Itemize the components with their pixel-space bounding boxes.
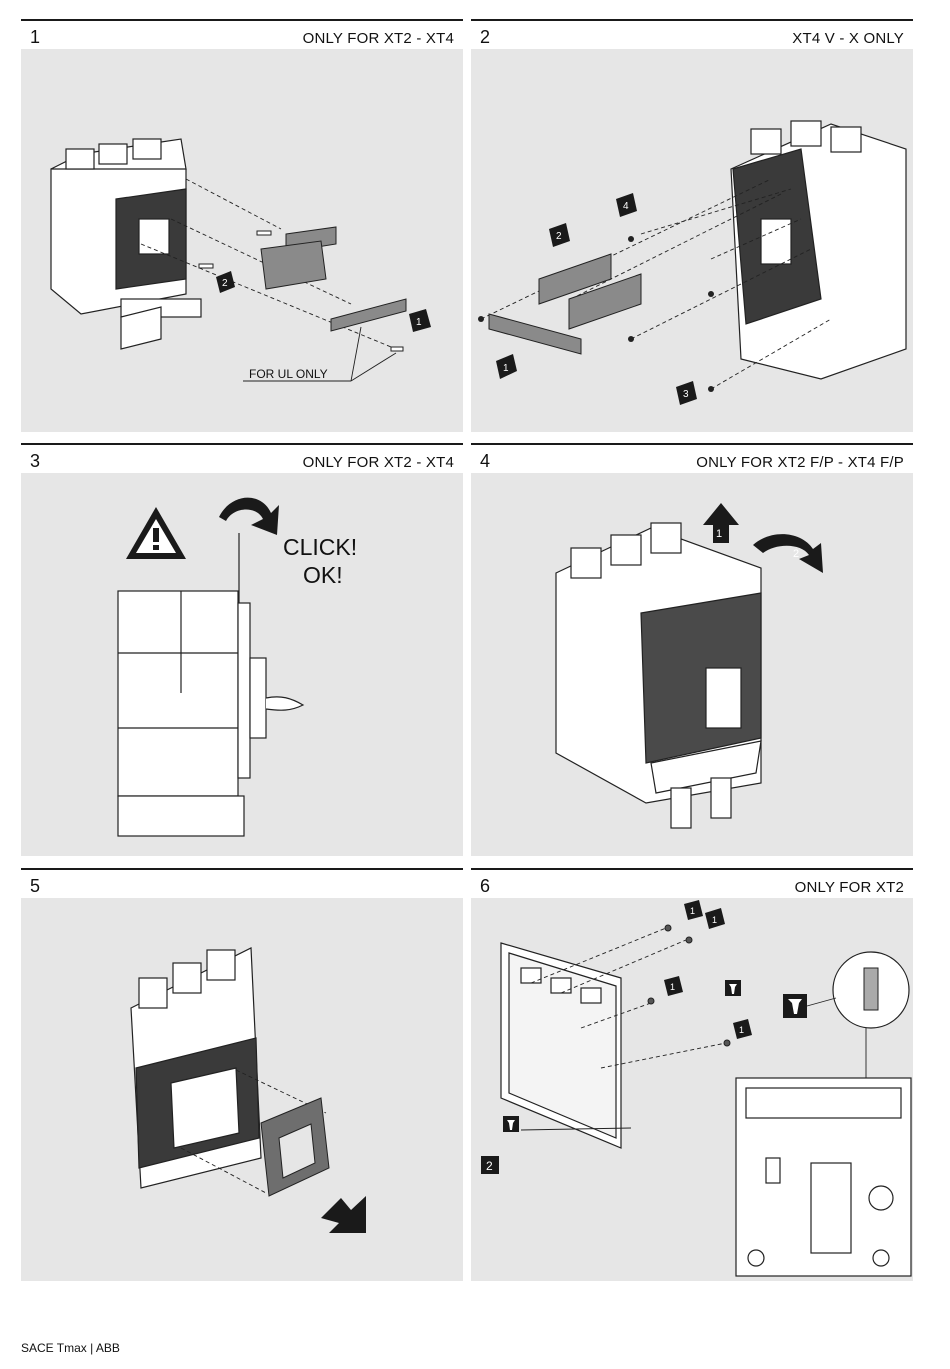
step-badge-label: 1: [670, 982, 675, 992]
panel-number: 3: [30, 451, 40, 472]
breaker-side-view: CLICK! OK!: [21, 473, 463, 856]
callout-label: FOR UL ONLY: [249, 367, 328, 381]
panel-number: 2: [480, 27, 490, 48]
step-badge-label: 1: [712, 915, 717, 925]
step-badge-icon: 4: [616, 193, 637, 217]
step-badge-label: 2: [556, 231, 562, 242]
step-badge-icon: 2: [481, 1156, 499, 1174]
base-plate-illustration: 1 1 1 1 2: [471, 898, 913, 1281]
panel-rule: [21, 868, 463, 870]
panel-rule: [21, 443, 463, 445]
step-badge-label: 1: [690, 906, 695, 916]
hammer-icon: [503, 1116, 519, 1132]
illustration-area: 1 2: [471, 473, 913, 856]
panel-number: 1: [30, 27, 40, 48]
step-badge-label: 2: [793, 548, 799, 560]
step-badge-label: 3: [683, 389, 689, 400]
step-badge-label: 1: [503, 363, 509, 374]
panel-rule: [471, 443, 913, 445]
panel-rule: [21, 19, 463, 21]
breaker-illustration: 2 1 FOR UL ONLY: [21, 49, 463, 432]
panel-caption: ONLY FOR XT2: [795, 879, 904, 896]
step-badge-icon: 2: [549, 223, 570, 247]
step-badge-label: 2: [222, 278, 228, 289]
front-cover-illustration: [21, 898, 463, 1281]
hammer-icon: [783, 994, 807, 1018]
step-badge-icon: 1: [703, 503, 739, 543]
warning-triangle-icon: [126, 507, 186, 559]
step-badge-icon: 1: [705, 908, 725, 929]
panel-number: 5: [30, 876, 40, 897]
panel-rule: [471, 19, 913, 21]
panel-number: 6: [480, 876, 490, 897]
curved-arrow-icon: 2: [753, 534, 823, 573]
step-badge-icon: 1: [733, 1019, 752, 1039]
step-badge-icon: 2: [216, 271, 235, 293]
step-badge-icon: 1: [496, 354, 517, 379]
ok-message: OK!: [303, 562, 343, 588]
illustration-area: 1 1 1 1 2: [471, 898, 913, 1281]
panel-caption: ONLY FOR XT2 - XT4: [303, 30, 454, 47]
panel-rule: [471, 868, 913, 870]
direction-arrow-icon: [321, 1196, 366, 1233]
breaker-illustration: 1 2 3 4: [471, 49, 913, 432]
illustration-area: 2 1 FOR UL ONLY: [21, 49, 463, 432]
hammer-icon: [725, 980, 741, 996]
illustration-area: [21, 898, 463, 1281]
step-badge-label: 1: [416, 317, 422, 328]
click-message: CLICK!: [283, 534, 357, 560]
panel-caption: XT4 V - X ONLY: [792, 30, 904, 47]
step-badge-label: 4: [623, 201, 629, 212]
breaker-illustration: 1 2: [471, 473, 913, 856]
panel-caption: ONLY FOR XT2 F/P - XT4 F/P: [696, 454, 904, 471]
panel-caption: ONLY FOR XT2 - XT4: [303, 454, 454, 471]
step-badge-icon: 1: [664, 976, 683, 996]
step-badge-icon: 1: [409, 309, 431, 332]
step-badge-icon: 3: [676, 381, 697, 405]
step-badge-label: 2: [486, 1159, 493, 1173]
step-badge-icon: 1: [684, 900, 703, 920]
curved-arrow-icon: [219, 498, 279, 535]
step-badge-label: 1: [739, 1025, 744, 1035]
illustration-area: CLICK! OK!: [21, 473, 463, 856]
step-badge-label: 1: [716, 528, 722, 540]
illustration-area: 1 2 3 4: [471, 49, 913, 432]
panel-number: 4: [480, 451, 490, 472]
footer-text: SACE Tmax | ABB: [21, 1341, 120, 1355]
